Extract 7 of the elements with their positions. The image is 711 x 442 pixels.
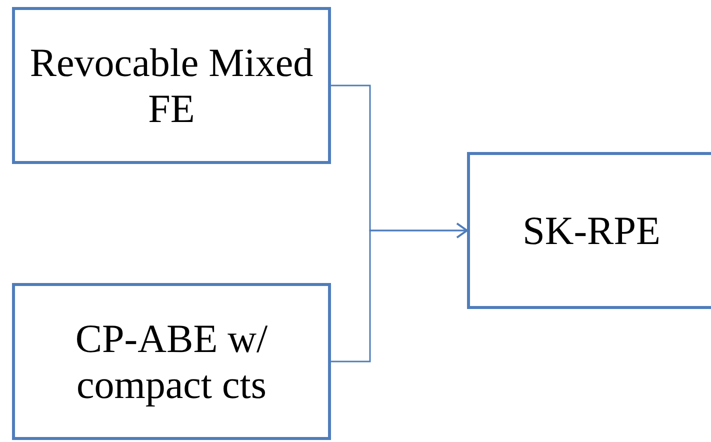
- box-label: Revocable Mixed FE: [28, 40, 314, 132]
- box-label: CP-ABE w/ compact cts: [74, 316, 269, 408]
- process-box: [12, 7, 331, 164]
- process-box: [12, 283, 331, 440]
- box-label: SK-RPE: [522, 208, 660, 254]
- process-box: [467, 152, 711, 309]
- connector-arrow: [331, 222, 468, 362]
